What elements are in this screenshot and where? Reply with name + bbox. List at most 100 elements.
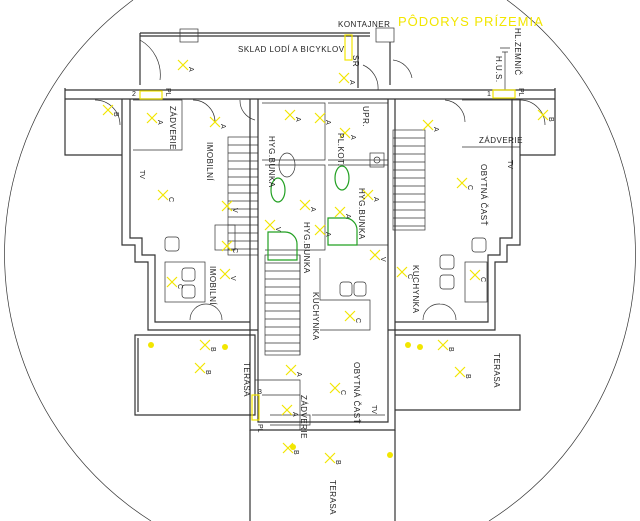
light-fixture-icon	[344, 310, 356, 322]
panel-number: 3	[258, 389, 262, 396]
fixture-label: A	[156, 120, 163, 125]
label-living-right: OBYTNÁ ČASŤ	[479, 164, 488, 226]
panel-number: 2	[132, 91, 136, 98]
toilet-icon	[334, 165, 350, 191]
light-fixture-icon	[157, 189, 169, 201]
light-fixture-icon	[454, 366, 466, 378]
fixture-label: A	[187, 67, 194, 72]
fixture-label: A	[291, 412, 298, 417]
room-labels: KONTAJNER SKLAD LODÍ A BICYKLOV SR HL.ZE…	[132, 20, 524, 515]
fixture-label: B	[464, 374, 471, 379]
outdoor-light-icon	[148, 342, 154, 348]
fixture-label: C	[176, 284, 183, 289]
fixture-label: B	[112, 112, 119, 117]
label-living-center: OBYTNÁ ČASŤ	[352, 362, 361, 424]
panel-number: 1	[487, 91, 491, 98]
light-fixture-icon	[469, 269, 481, 281]
label-cleaning: UPR.	[361, 106, 370, 127]
storage-block	[139, 27, 510, 91]
toilet-icon	[270, 177, 286, 203]
light-fixture-icon	[221, 240, 233, 252]
label-terrace-bottom: TERASA	[328, 480, 337, 515]
light-fixture-icon	[334, 206, 346, 218]
sanitary-fixtures	[267, 152, 358, 261]
pl-label: PL	[256, 424, 263, 433]
light-fixture-icon	[338, 72, 350, 84]
fixture-label: A	[295, 372, 302, 377]
pl-label: PL	[164, 88, 171, 97]
light-fixture-icon	[396, 266, 408, 278]
tv-label: TV	[138, 170, 145, 179]
light-fixture-icon	[437, 339, 449, 351]
label-kitchen-center: KUCHYNKA	[311, 292, 320, 341]
fixture-label: C	[466, 185, 473, 190]
panel-3	[251, 394, 260, 421]
fixture-label: B	[209, 347, 216, 352]
shower-icon	[327, 217, 358, 246]
shower-icon	[267, 231, 298, 261]
fixture-label: A	[344, 214, 351, 219]
fixture-label: C	[339, 390, 346, 395]
site-boundary-circle	[4, 0, 636, 521]
light-fixture-icon	[264, 219, 276, 231]
fixture-label: A	[372, 197, 379, 202]
outdoor-light-icon	[405, 342, 411, 348]
light-fixture-icon	[177, 59, 189, 71]
fixture-label: A	[219, 124, 226, 129]
fixture-label: B	[204, 370, 211, 375]
outdoor-light-icon	[387, 452, 393, 458]
label-hus: H.U.S.	[494, 56, 503, 83]
fixture-label: A	[324, 232, 331, 237]
panel-2	[139, 90, 163, 100]
light-fixture-icon	[369, 249, 381, 261]
label-accessible-1: IMOBILNÍ	[205, 142, 214, 181]
light-fixture-icon	[194, 362, 206, 374]
fixture-label: A	[348, 80, 355, 85]
label-bathroom-3: HYG.BUNKA	[357, 188, 366, 240]
label-storage: SKLAD LODÍ A BICYKLOV	[238, 45, 345, 54]
fixture-label: C	[479, 277, 486, 282]
fixture-label: C	[231, 248, 238, 253]
tv-label: TV	[370, 405, 377, 414]
fixture-label: C	[167, 197, 174, 202]
light-fixture-icon	[219, 268, 231, 280]
light-fixture-icon	[537, 109, 549, 121]
pl-label: PL	[517, 88, 524, 97]
outdoor-light-icon	[222, 344, 228, 350]
fixture-label: V	[379, 257, 386, 262]
light-fixture-icon	[299, 199, 311, 211]
light-fixture-icon	[209, 116, 221, 128]
label-vestibule-left: ZÁDVERIE	[168, 106, 177, 150]
light-fixture-icon	[284, 109, 296, 121]
label-bathroom-2: HYG.BUNKA	[302, 222, 311, 274]
fixture-label: C	[354, 318, 361, 323]
light-fixture-icon	[339, 127, 351, 139]
light-fixture-icon	[314, 224, 326, 236]
fixture-label: V	[229, 276, 236, 281]
label-terrace-right: TERASA	[492, 353, 501, 388]
fixture-label: A	[349, 135, 356, 140]
label-accessible-2: IMOBILNÍ	[208, 266, 217, 305]
outdoor-light-icon	[417, 344, 423, 350]
stairs	[227, 129, 426, 356]
label-vestibule-right: ZÁDVERIE	[479, 136, 523, 145]
label-terrace-left: TERASA	[242, 362, 251, 397]
light-fixture-icon	[146, 112, 158, 124]
light-fixture-icon	[324, 452, 336, 464]
light-fixture-icon	[285, 364, 297, 376]
fixture-label: A	[294, 117, 301, 122]
fixture-label: B	[292, 450, 299, 455]
light-fixture-icon	[166, 276, 178, 288]
light-fixture-icon	[102, 104, 114, 116]
light-fixture-icon	[456, 177, 468, 189]
light-fixture-icon	[221, 200, 233, 212]
light-fixture-icon	[281, 404, 293, 416]
label-container: KONTAJNER	[338, 20, 390, 29]
panel-1	[492, 89, 516, 99]
label-vestibule-bottom: ZÁDVERIE	[299, 395, 308, 439]
fixture-label: A	[324, 120, 331, 125]
label-grounding: HL.ZEMNIČ	[513, 28, 522, 76]
label-bathroom-1: HYG.BUNKA	[267, 136, 276, 188]
